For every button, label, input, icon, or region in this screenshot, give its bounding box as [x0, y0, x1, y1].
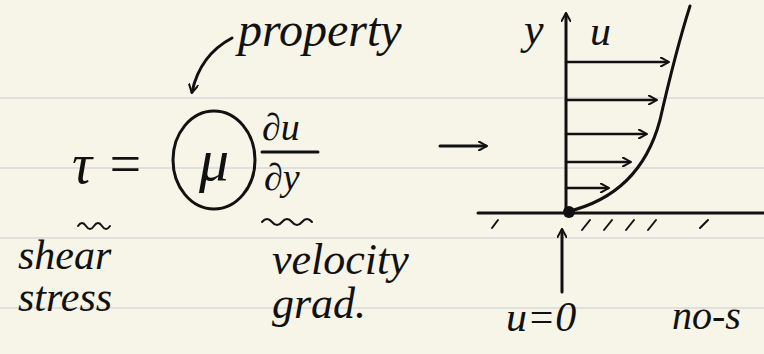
annotation-text: shear stress [18, 234, 148, 318]
equation-text: τ = [72, 136, 144, 192]
wall-hatch [492, 220, 708, 230]
velocity-profile [566, 6, 690, 212]
annotation-text: velocity grad. [272, 238, 447, 326]
underline-squiggle [78, 223, 110, 229]
axis-label: y [524, 8, 544, 52]
annotation-text: no-s [672, 296, 741, 336]
velocity-arrows [566, 62, 668, 188]
wall-line [478, 212, 764, 215]
wall-point [563, 206, 575, 218]
annotation-text: property [238, 6, 402, 54]
fraction-numerator: ∂u [262, 108, 300, 146]
circled-symbol: μ [170, 108, 258, 212]
implies-arrow [440, 145, 486, 148]
leader-arrow [192, 38, 232, 92]
pointer-arrow [561, 230, 564, 292]
y-axis [565, 14, 568, 212]
fraction-denominator: ∂y [264, 158, 300, 196]
underline-squiggle [262, 219, 312, 225]
fraction-bar [262, 151, 318, 154]
axis-label: u [590, 10, 611, 52]
symbol-text: μ [199, 130, 229, 190]
annotation-text: u=0 [506, 296, 576, 338]
